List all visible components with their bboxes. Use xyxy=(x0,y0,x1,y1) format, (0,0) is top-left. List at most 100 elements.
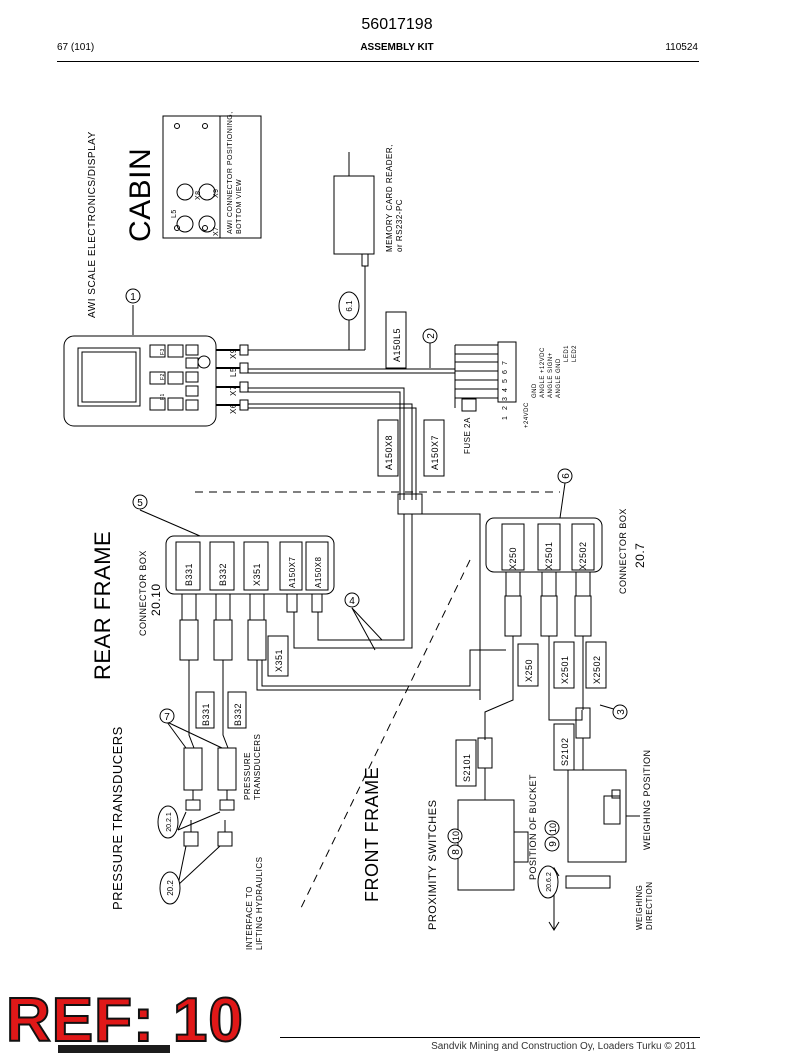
rear-frame-label: REAR FRAME xyxy=(90,531,115,680)
keypad-label: F3 xyxy=(160,348,166,355)
wire-terminal-label: GND xyxy=(532,383,538,398)
wire-terminal-label: LED2 xyxy=(572,345,578,362)
header-rule xyxy=(57,61,699,62)
page-number: 67 (101) xyxy=(57,42,95,53)
cable-tag-a150l5: A150L5 xyxy=(392,328,402,362)
callout-2 xyxy=(422,328,438,344)
reference-stamp: REF: 10 xyxy=(5,985,244,1056)
callout-6-1 xyxy=(338,291,360,321)
callout-text: 8 xyxy=(451,849,462,855)
cable-tag-x351: X351 xyxy=(274,649,284,672)
display-port-label: X6 xyxy=(229,403,238,414)
proximity-section-label: PROXIMITY SWITCHES xyxy=(427,800,439,930)
wire-terminal-label: LED1 xyxy=(564,345,570,362)
footer-copyright: Sandvik Mining and Construction Oy, Load… xyxy=(431,1041,696,1052)
connector-socket-icon xyxy=(198,183,216,201)
proximity-switch-weighing xyxy=(567,707,640,863)
cable-tag-x2501: X2501 xyxy=(560,655,570,684)
document-code: 110524 xyxy=(665,42,698,53)
connector-label: X250 xyxy=(508,547,518,570)
memory-card-reader xyxy=(333,152,375,350)
callout-text: 20.6.2 xyxy=(546,872,553,892)
callout-3 xyxy=(612,704,628,720)
bucket-position-note: POSITION OF BUCKET xyxy=(528,774,538,880)
callout-text: 6.1 xyxy=(345,300,354,312)
callout-text: 20.2 xyxy=(166,880,175,896)
pressure-section-label: PRESSURE TRANSDUCERS xyxy=(110,726,125,910)
connector-label: A150X8 xyxy=(314,556,323,588)
socket-label: X7 xyxy=(213,226,220,236)
callout-text: 7 xyxy=(164,712,170,723)
callout-10 xyxy=(447,828,463,844)
cable-tag-a150x7: A150X7 xyxy=(430,435,440,470)
connector-label: X351 xyxy=(252,563,262,586)
memory-reader-label: MEMORY CARD READER, xyxy=(385,144,394,252)
f1-key xyxy=(149,397,166,411)
navigation-pad-icon xyxy=(197,355,211,369)
fuse-label: FUSE 2A xyxy=(463,417,472,454)
document-title: ASSEMBLY KIT xyxy=(360,42,434,53)
fuse-icon xyxy=(461,398,477,412)
cable-tag-b331: B331 xyxy=(201,703,211,726)
connector-socket-icon xyxy=(198,215,216,233)
connector-box-number: 20.10 xyxy=(149,583,163,616)
callout-4 xyxy=(344,592,360,608)
callout-9 xyxy=(544,836,560,852)
pressure-transducer xyxy=(183,747,237,811)
svg-text:or RS232-PC: or RS232-PC xyxy=(395,199,404,252)
footer-rule xyxy=(280,1037,700,1038)
callout-text: 10 xyxy=(548,823,558,833)
svg-text:LIFTING HYDRAULICS: LIFTING HYDRAULICS xyxy=(255,857,264,950)
cable-tag-s2102: S2102 xyxy=(560,737,570,766)
interface-note: INTERFACE TO xyxy=(245,886,254,950)
connector-label: X2501 xyxy=(544,541,554,570)
callout-20-6-2 xyxy=(537,865,559,899)
wire-terminal-label: ANGLE +12VDC xyxy=(540,347,546,398)
socket-label: L5 xyxy=(171,209,178,218)
callout-text: 4 xyxy=(349,596,355,607)
display-port-label: X9 xyxy=(229,348,238,359)
callout-7 xyxy=(159,708,175,724)
cable-tag-x250: X250 xyxy=(524,659,534,682)
connector-label: B331 xyxy=(184,563,194,586)
callout-text: 2 xyxy=(426,333,437,339)
connector-box-label: CONNECTOR BOX xyxy=(138,550,148,636)
f2-key xyxy=(149,371,166,385)
hydraulic-interface xyxy=(183,820,233,847)
connector-box-number: 20.7 xyxy=(633,543,647,568)
cable-tag-a150x8: A150X8 xyxy=(384,435,394,470)
callout-5 xyxy=(132,494,148,510)
display-port-label: X7 xyxy=(229,385,238,396)
cabin-section-label: CABIN xyxy=(124,148,157,242)
callout-20-2 xyxy=(159,871,181,905)
callout-10 xyxy=(544,820,560,836)
terminal-block xyxy=(454,341,517,412)
connector-positioning-panel xyxy=(162,115,262,239)
callout-text: 3 xyxy=(616,709,627,715)
display-unit xyxy=(63,335,249,427)
keypad-label: F1 xyxy=(160,393,166,400)
terminal-number: 6 xyxy=(502,370,509,374)
terminal-number: 2 xyxy=(502,406,509,410)
wire-terminal-label: ANGLE SIGN+ xyxy=(548,352,554,398)
connector-label: A150X7 xyxy=(288,556,297,588)
connector-socket-icon xyxy=(176,183,194,201)
wire-terminal-label: ANGLE GND xyxy=(556,358,562,398)
f3-key xyxy=(149,344,166,358)
terminal-number: 5 xyxy=(502,379,509,383)
connector-label: X2502 xyxy=(578,541,588,570)
weighing-direction-arrow-icon xyxy=(548,867,611,931)
cable-tag-s2101: S2101 xyxy=(462,753,472,782)
document-number: 56017198 xyxy=(361,16,433,33)
callout-text: 9 xyxy=(548,841,559,847)
callout-text: 5 xyxy=(137,498,143,509)
terminal-number: 4 xyxy=(502,388,509,392)
callout-text: 10 xyxy=(451,831,461,841)
connector-box-label: CONNECTOR BOX xyxy=(618,508,628,594)
connector-socket-icon xyxy=(176,215,194,233)
connector-positioning-note: AWI CONNECTOR POSITIONING, xyxy=(227,111,234,234)
proximity-switch-bucket xyxy=(457,737,529,891)
front-frame-label: FRONT FRAME xyxy=(362,767,382,902)
weighing-position-note: WEIGHING POSITION xyxy=(642,749,652,850)
